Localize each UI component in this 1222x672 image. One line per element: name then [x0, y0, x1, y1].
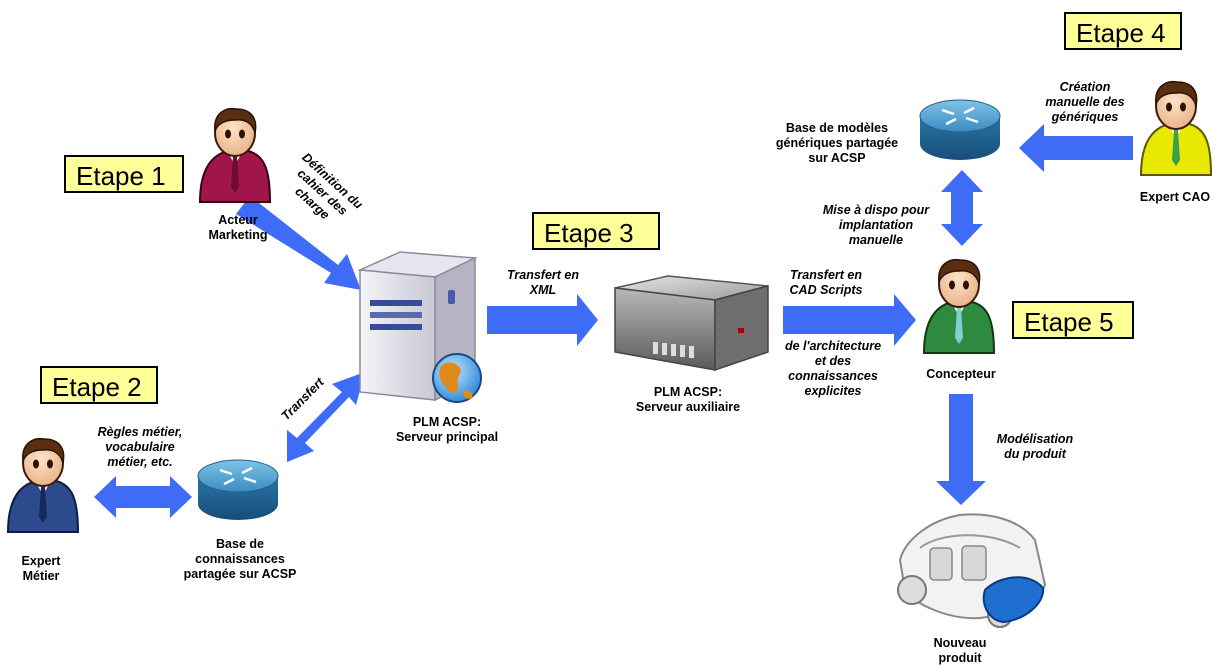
label-line: de l'architecture: [784, 339, 882, 353]
label-line: Base de modèles: [785, 121, 889, 135]
arrow-modelisation: [936, 394, 986, 505]
person-expert-cao-icon: [1139, 80, 1213, 176]
label-serveur-principal: PLM ACSP: Serveur principal: [372, 415, 522, 445]
step-box-3: Etape 3: [532, 212, 660, 250]
label-line: du produit: [1004, 447, 1066, 461]
label-serveur-auxiliaire: PLM ACSP: Serveur auxiliaire: [618, 385, 758, 415]
label-line: Nouveau: [933, 636, 987, 650]
step-box-2: Etape 2: [40, 366, 158, 404]
arrow-base-modeles-bidirectional: [941, 170, 983, 246]
label-nouveau-produit: Nouveau produit: [920, 636, 1000, 666]
label-mise-a-dispo: Mise à dispo pour implantation manuelle: [806, 203, 946, 248]
label-line: Transfert en: [789, 268, 862, 282]
arrow-transfert-xml: [487, 294, 598, 346]
label-line: explicites: [804, 384, 862, 398]
router-knowledge-base-icon: [197, 459, 279, 520]
step-box-1: Etape 1: [64, 155, 184, 193]
label-line: Transfert en: [506, 268, 579, 282]
label-line: Acteur: [218, 213, 258, 227]
label-line: Création: [1059, 80, 1111, 94]
label-line: implantation: [838, 218, 914, 232]
arrow-transfert-cad: [783, 294, 916, 346]
label-line: PLM ACSP:: [653, 385, 723, 399]
label-line: Serveur principal: [395, 430, 499, 444]
label-line: manuelle des: [1045, 95, 1125, 109]
label-line: génériques: [1051, 110, 1119, 124]
label-acteur-marketing: Acteur Marketing: [200, 213, 276, 243]
label-modelisation: Modélisation du produit: [980, 432, 1090, 462]
label-expert-cao: Expert CAO: [1128, 190, 1222, 205]
car-model-icon: [897, 513, 1047, 628]
label-regles-metier: Règles métier, vocabulaire métier, etc.: [80, 425, 200, 470]
label-line: PLM ACSP:: [412, 415, 482, 429]
label-line: Concepteur: [926, 367, 996, 381]
label-line: Règles métier,: [97, 425, 183, 439]
arrow-expert-metier-bidirectional: [94, 476, 192, 518]
label-line: Base de: [216, 537, 264, 551]
label-line: partagée sur ACSP: [183, 567, 297, 581]
label-line: génériques partagée: [775, 136, 899, 150]
arrow-marketing-to-server: [236, 196, 361, 290]
label-line: CAD Scripts: [789, 283, 863, 297]
label-line: et des: [814, 354, 852, 368]
auxiliary-server-icon: [614, 275, 769, 372]
label-line: Marketing: [208, 228, 268, 242]
arrow-expert-cao-to-base: [1019, 124, 1133, 172]
label-transfert-cad: Transfert en CAD Scripts: [766, 268, 886, 298]
label-transfert-xml: Transfert en XML: [488, 268, 598, 298]
globe-icon: [432, 353, 482, 403]
label-creation-manuelle: Création manuelle des génériques: [1030, 80, 1140, 125]
arrow-server-transfert-bidirectional: [287, 372, 365, 462]
label-line: Modélisation: [996, 432, 1074, 446]
label-line: connaissances: [788, 369, 878, 383]
label-line: Expert CAO: [1139, 190, 1211, 204]
label-line: connaissances: [195, 552, 285, 566]
label-line: XML: [529, 283, 557, 297]
label-line: métier, etc.: [107, 455, 173, 469]
label-base-modeles: Base de modèles génériques partagée sur …: [762, 121, 912, 166]
router-generic-models-icon: [919, 99, 1001, 160]
step-box-5: Etape 5: [1012, 301, 1134, 339]
person-acteur-marketing-icon: [198, 107, 272, 203]
label-line: sur ACSP: [808, 151, 866, 165]
label-line: manuelle: [848, 233, 904, 247]
label-expert-metier: Expert Métier: [6, 554, 76, 584]
label-line: vocabulaire: [105, 440, 175, 454]
label-line: Mise à dispo pour: [822, 203, 930, 217]
step-box-4: Etape 4: [1064, 12, 1182, 50]
person-concepteur-icon: [922, 258, 996, 354]
label-concepteur: Concepteur: [916, 367, 1006, 382]
label-line: Expert: [21, 554, 61, 568]
label-line: Serveur auxiliaire: [635, 400, 741, 414]
person-expert-metier-icon: [6, 437, 80, 533]
label-base-connaissances: Base de connaissances partagée sur ACSP: [170, 537, 310, 582]
label-architecture: de l'architecture et des connaissances e…: [768, 339, 898, 399]
label-line: produit: [938, 651, 982, 665]
label-line: Métier: [22, 569, 60, 583]
